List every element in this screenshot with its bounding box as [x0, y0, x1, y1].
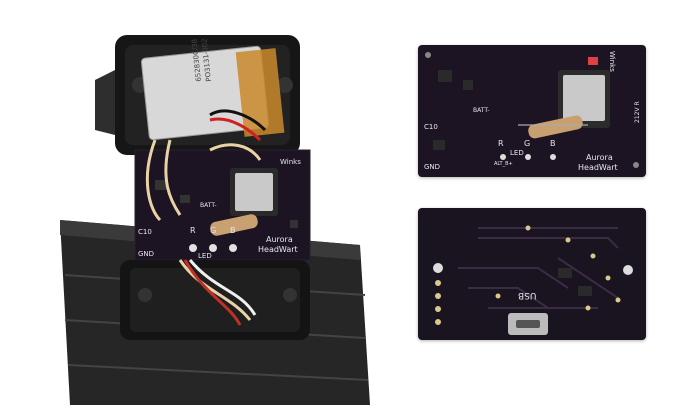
pcb-front-drawing: [425, 52, 639, 168]
enclosure-bottom: [120, 260, 310, 340]
left-board-name-line1: Aurora: [266, 235, 293, 244]
wires-upper: [145, 139, 262, 222]
tr-brand-label: Winks: [608, 51, 616, 72]
lipo-battery: [140, 45, 285, 142]
left-board-name-line2: HeadWart: [258, 245, 298, 254]
tr-label-b: B: [550, 139, 556, 148]
tr-gnd-label: GND: [424, 163, 441, 171]
left-brand-label: Winks: [280, 158, 301, 166]
tr-label-g: G: [524, 139, 531, 148]
photo-device-assembled: Winks Aurora HeadWart R G B LED GND BATT…: [60, 20, 380, 415]
tr-board-name-line2: HeadWart: [578, 163, 618, 172]
left-label-g: G: [210, 226, 217, 235]
left-batt-label: BATT-: [200, 202, 217, 209]
left-label-b: B: [230, 226, 236, 235]
wires-lower: [178, 259, 257, 326]
left-gnd-label: GND: [138, 250, 155, 258]
photo-pcb-back: USB: [418, 208, 646, 340]
left-label-r: R: [190, 226, 196, 235]
tr-c10-label: C10: [424, 123, 438, 131]
pcb-back-drawing: [433, 225, 633, 335]
device-photo-drawing: [60, 35, 370, 405]
tr-led-label: LED: [510, 149, 524, 157]
left-c10-label: C10: [138, 228, 152, 236]
left-led-label: LED: [198, 252, 212, 260]
photo-pcb-front: Winks Aurora HeadWart R G B LED GND BATT…: [418, 45, 646, 177]
tr-label-r: R: [498, 139, 504, 148]
tr-batt-label: BATT-: [473, 107, 490, 114]
tr-alt-label: ALT_B+: [494, 161, 513, 167]
tr-board-name-line1: Aurora: [586, 153, 613, 162]
br-usb-label: USB: [518, 290, 537, 300]
tr-side-label: 212V R: [634, 101, 641, 123]
